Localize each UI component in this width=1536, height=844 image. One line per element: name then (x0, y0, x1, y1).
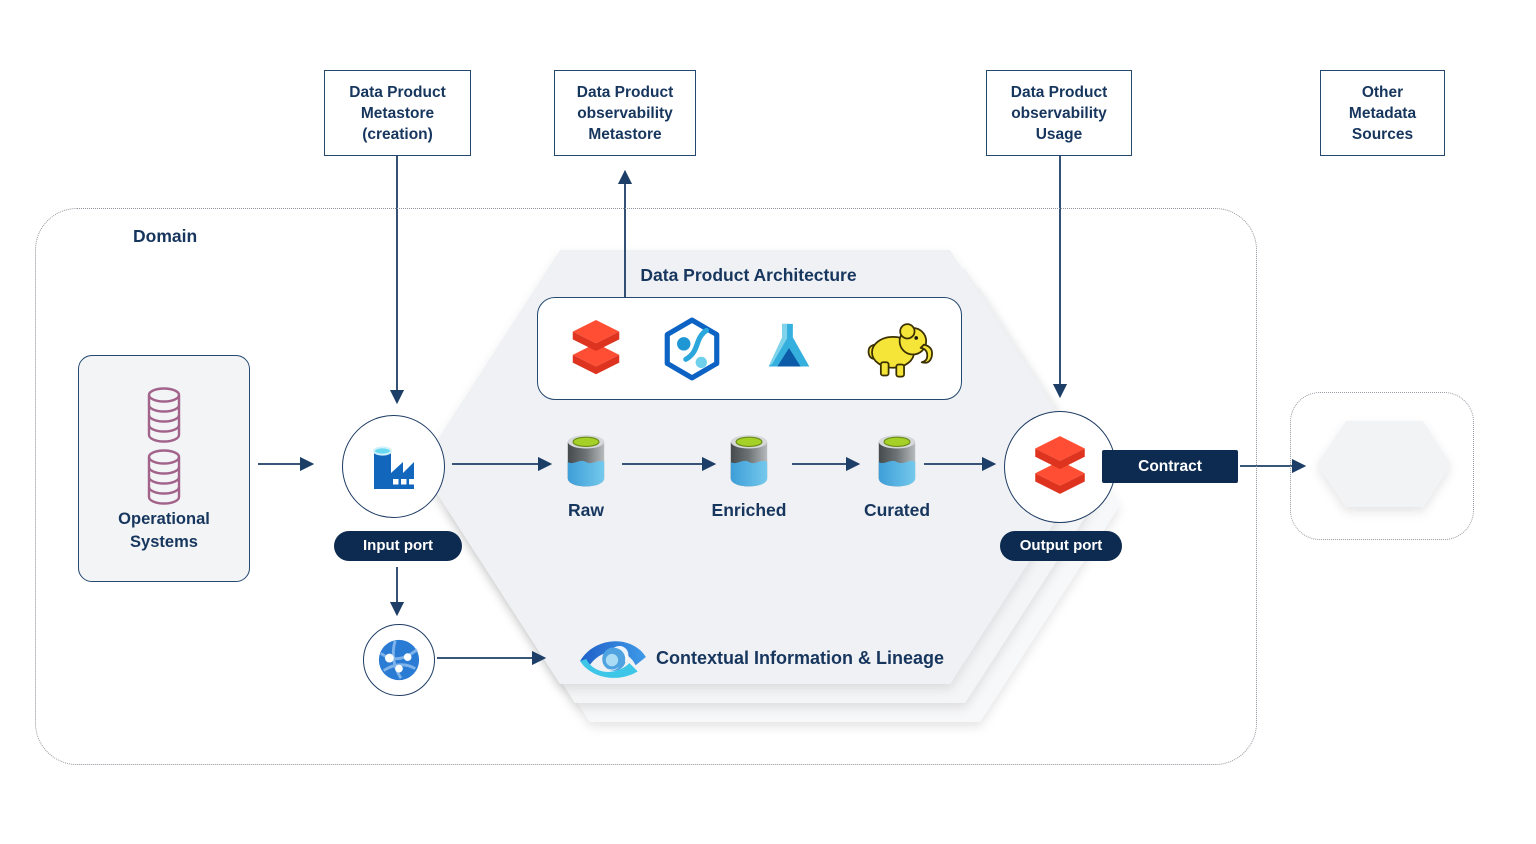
box-line: Sources (1351, 125, 1414, 143)
box-line: Data Product (1010, 83, 1108, 101)
input-port-pill: Input port (334, 531, 462, 561)
box-line: Usage (1035, 125, 1083, 143)
hadoop-icon (867, 322, 933, 378)
box-line: observability (1011, 104, 1107, 122)
architecture-title: Data Product Architecture (640, 265, 857, 285)
box-other-metadata-sources: Other Metadata Sources (1320, 70, 1445, 156)
databricks-icon (1027, 434, 1093, 500)
box-line: Metastore (588, 125, 662, 143)
box-data-product-metastore-creation: Data Product Metastore (creation) (324, 70, 471, 156)
operational-systems-label: Operational Systems (118, 510, 210, 551)
stage-label-curated: Curated (863, 500, 931, 520)
data-share-icon (378, 639, 420, 681)
domain-container (35, 208, 1257, 765)
operational-systems-box: Operational Systems (78, 355, 250, 582)
stage-label-raw: Raw (568, 500, 604, 520)
data-factory-icon (372, 445, 414, 489)
input-port-circle (342, 415, 445, 518)
eye-icon (580, 641, 646, 678)
database-icon (147, 449, 181, 505)
output-port-circle (1004, 411, 1116, 523)
stage-label-enriched: Enriched (711, 500, 787, 520)
azure-synapse-icon (664, 317, 719, 380)
other-metadata-container (1290, 392, 1474, 540)
domain-label: Domain (133, 226, 198, 246)
box-line: Other (1361, 83, 1404, 101)
box-line: (creation) (362, 125, 433, 143)
box-line: Metastore (360, 104, 435, 122)
box-line: observability (577, 104, 673, 122)
box-line: Metadata (1348, 104, 1417, 122)
output-port-pill: Output port (1000, 531, 1122, 561)
box-data-product-observability-metastore: Data Product observability Metastore (554, 70, 696, 156)
box-data-product-observability-usage: Data Product observability Usage (986, 70, 1132, 156)
lineage-label: Contextual Information & Lineage (656, 648, 945, 668)
database-icon (147, 387, 181, 443)
azure-ml-icon (768, 323, 809, 366)
databricks-icon (565, 318, 627, 380)
architecture-box (537, 297, 962, 400)
share-circle (363, 624, 435, 696)
box-line: Data Product (576, 83, 674, 101)
enriched-storage-icon (726, 432, 772, 490)
curated-storage-icon (874, 432, 920, 490)
box-line: Data Product (349, 83, 446, 101)
contract-box: Contract (1102, 450, 1238, 483)
other-metadata-hexagon (1317, 421, 1451, 507)
raw-storage-icon (563, 432, 609, 490)
